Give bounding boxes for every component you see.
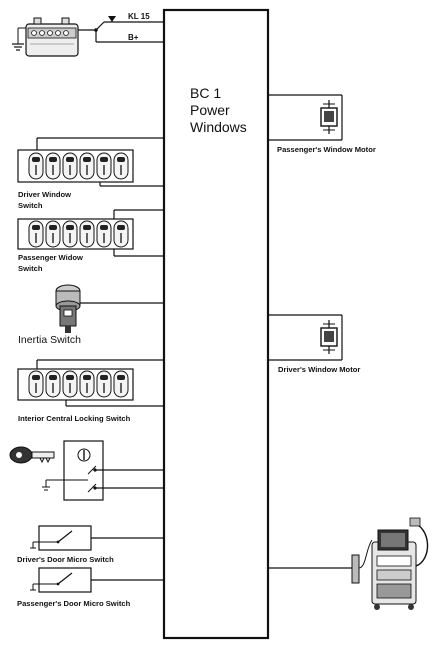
driver-window-switch-label-2: Switch	[18, 201, 43, 210]
passengers-door-micro-switch-label: Passenger's Door Micro Switch	[17, 599, 131, 608]
key-icon	[9, 446, 55, 464]
bc1-title-line2: Power	[190, 102, 230, 118]
bc1-title-line1: BC 1	[190, 85, 221, 101]
kl15-arrow-icon	[108, 16, 116, 22]
driver-window-motor-label: Driver's Window Motor	[278, 365, 360, 374]
bplus-label: B+	[128, 33, 139, 42]
driver-window-motor-icon	[320, 320, 338, 354]
passengers-door-micro-switch-icon	[30, 567, 92, 593]
inertia-switch-icon	[55, 284, 81, 333]
passenger-window-motor-label: Passenger's Window Motor	[277, 145, 376, 154]
battery-icon	[25, 17, 79, 57]
passenger-window-switch-label-1: Passenger Widow	[18, 253, 83, 262]
bc1-module-box	[162, 8, 270, 640]
driver-window-switch-icon	[17, 149, 134, 183]
passenger-window-switch-icon	[17, 218, 134, 250]
driver-window-switch-label-1: Driver Window	[18, 190, 71, 199]
passenger-window-switch-label-2: Switch	[18, 264, 43, 273]
diagnostic-tester-icon	[351, 517, 429, 610]
lock-cylinder-switch-icon	[42, 440, 104, 501]
kl15-label: KL 15	[128, 12, 150, 21]
drivers-door-micro-switch-label: Driver's Door Micro Switch	[17, 555, 114, 564]
bc1-title-line3: Windows	[190, 119, 247, 135]
drivers-door-micro-switch-icon	[30, 525, 92, 551]
inertia-switch-label: Inertia Switch	[18, 334, 81, 346]
passenger-window-motor-icon	[320, 100, 338, 134]
interior-central-locking-switch-icon	[17, 368, 134, 401]
interior-central-locking-switch-label: Interior Central Locking Switch	[18, 414, 131, 423]
battery-ground-icon	[12, 27, 26, 51]
